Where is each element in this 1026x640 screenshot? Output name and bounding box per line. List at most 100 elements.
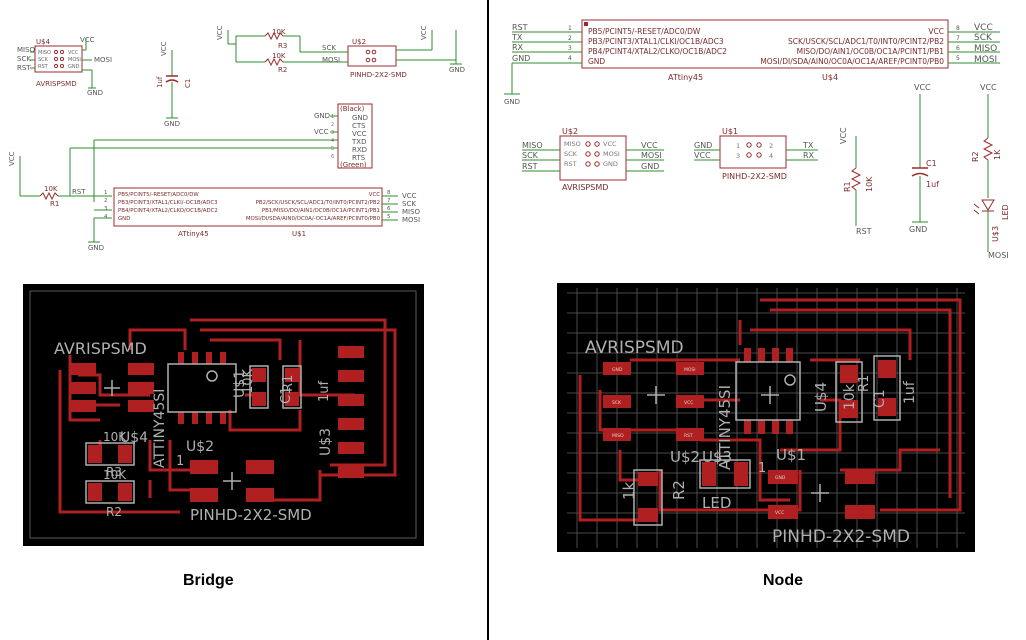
node-schematic: RST TX RX GND GND PB5/PCINT5/-RESET/ADC0…	[504, 19, 1010, 260]
node-pad-label-8: VCC	[775, 510, 784, 516]
bridge-board: AVRISPSMD ATTINY45SI U$2 U$4 1 U$1 10K R…	[23, 284, 424, 546]
node-board-one: 1	[758, 461, 766, 476]
node-pinhd-num-1: 1	[736, 142, 740, 150]
node-attiny-ref: U$4	[822, 73, 838, 82]
bridge-cap-value: 1uf	[156, 76, 164, 88]
bridge-cap-vcc: VCC	[160, 41, 168, 56]
bridge-schematic: U$4 MISO SCK RST MOSI VCC GND MISO SCK R…	[8, 25, 465, 252]
node-pad-label-7: GND	[775, 475, 786, 481]
node-net-rst: RST	[512, 23, 528, 32]
bridge-pinhd-net-mosi: MOSI	[322, 56, 340, 64]
node-avrisp-pin-mosi: MOSI	[603, 150, 620, 158]
bridge-ftdi-num-6: 6	[331, 154, 334, 160]
bridge-attiny-num-4: 4	[104, 214, 108, 220]
bridge-board-u4: U$4	[120, 430, 148, 446]
node-attiny-net-vcc: VCC	[974, 23, 993, 33]
node-led: VCC R2 1K U$3 LED MOSI	[971, 83, 1010, 260]
bridge-board-pinhd: PINHD-2X2-SMD	[190, 506, 312, 524]
bridge-r3-value: 10K	[272, 28, 286, 36]
node-avrisp-net-miso: MISO	[522, 141, 543, 150]
bridge-caption: Bridge	[183, 572, 234, 589]
node-board-attiny: ATTINY45SI	[716, 385, 734, 470]
bridge-r2-ref: R2	[278, 66, 287, 74]
node-avrisp-ref: U$2	[562, 127, 578, 136]
bridge-avrisp-pin-rst: RST	[38, 64, 49, 70]
bridge-ftdi-num-3: 3	[331, 130, 334, 136]
bridge-attiny-lpin-3: PB4/PCINT4/XTAL2/CLKO/OC1B/ADC2	[118, 208, 218, 214]
node-board-r2: R2	[670, 480, 688, 500]
node-attiny-num-1: 1	[568, 25, 572, 32]
bridge-ftdi-header: (Black)	[340, 105, 365, 113]
bridge-ftdi-pin-rts: RTS	[352, 154, 366, 162]
bridge-avrisp-pin-vcc: VCC	[68, 50, 79, 56]
bridge-attiny-lpin-2: PB3/PCINT3/XTAL1/CLKI/-OC1B/ADC3	[118, 200, 218, 206]
node-board-led: LED	[702, 494, 731, 512]
node-avrisp-pin-rst: RST	[564, 160, 577, 168]
node-avrisp-net-sck: SCK	[522, 151, 539, 160]
bridge-attiny-net-mosi: MOSI	[402, 216, 420, 224]
node-board-avrisp: AVRISPSMD	[585, 338, 684, 358]
bridge-reset-gnd: GND	[88, 244, 104, 252]
node-attiny-num-5: 5	[956, 55, 960, 62]
svg-text:VCC: VCC	[216, 25, 224, 40]
node-board-u1: U$1	[776, 446, 806, 464]
node-attiny-num-8: 8	[956, 25, 960, 32]
node-pad-label-1: GND	[612, 367, 623, 373]
bridge-avrisp-name: AVRISPSMD	[36, 80, 77, 88]
node-led-net: MOSI	[988, 251, 1009, 260]
node-r1: VCC R1 10K RST	[839, 127, 874, 236]
bridge-ftdi-pin-rxd: RXD	[352, 146, 367, 154]
bridge-attiny-rpin-5: MOSI/DI/SDA/AIN0/OC0A/-OC1A/AREF/PCINT0/…	[246, 216, 381, 222]
node-avrisp-pin-sck: SCK	[564, 150, 578, 158]
node-r1-net: RST	[856, 227, 872, 236]
node-pinhd-net-gnd: GND	[694, 141, 712, 150]
bridge-ftdi-pin-gnd: GND	[352, 114, 368, 122]
node-c1-gnd: GND	[909, 225, 927, 234]
bridge-ftdi-num-1: 1	[331, 114, 334, 120]
bridge-attiny-num-1: 1	[104, 190, 107, 196]
bridge-board-u3: U$3	[318, 428, 334, 456]
node-pad-label-6: RST	[684, 433, 693, 439]
node-attiny-lpin-1: PB5/PCINT5/-RESET/ADC0/DW	[588, 27, 701, 36]
node-pinhd-num-4: 4	[769, 152, 773, 160]
bridge-ftdi-pin-vcc: VCC	[352, 130, 367, 138]
node-attiny: PB5/PCINT5/-RESET/ADC0/DW PB3/PCINT3/XTA…	[568, 19, 1000, 82]
node-attiny-num-4: 4	[568, 55, 572, 62]
bridge-board-one: 1	[176, 454, 184, 469]
node-board-bg	[557, 283, 975, 552]
bridge-ftdi-net-gnd: GND	[314, 112, 330, 120]
bridge-reset-value: 10K	[44, 185, 58, 193]
bridge-board-c1: C1	[279, 387, 294, 404]
node-pad-label-2: MOSI	[684, 367, 696, 373]
bridge-board-u2: U$2	[186, 439, 214, 455]
bridge-cap: VCC 1uf C1 GND	[156, 41, 192, 128]
bridge-avrisp-net-sck: SCK	[17, 55, 31, 63]
node-board-u4: U$4	[812, 382, 830, 412]
bridge-attiny-num-7: 7	[387, 198, 390, 204]
node-board-10k: 10k	[842, 383, 858, 410]
bridge-attiny-num-6: 6	[387, 206, 391, 212]
bridge-reset-vcc: VCC	[8, 151, 16, 166]
node-board-r1: R1	[857, 375, 872, 392]
bridge-pinhd-gnd: GND	[449, 66, 465, 74]
node-pinhd-ref: U$1	[722, 127, 738, 136]
bridge-ftdi-num-2: 2	[331, 122, 334, 128]
node-attiny-net-miso: MISO	[974, 44, 997, 54]
node-led-vcc: VCC	[980, 83, 997, 92]
node-board-1k: 1k	[620, 481, 638, 500]
node-pad-label-3: SCK	[612, 400, 622, 406]
bridge-ftdi-net-vcc: VCC	[314, 128, 329, 136]
bridge-attiny-num-2: 2	[104, 198, 107, 204]
node-avrisp-pin-gnd: GND	[603, 160, 618, 168]
bridge-attiny-ref: U$1	[292, 230, 306, 238]
bridge-avrisp-pin-gnd: GND	[68, 64, 80, 70]
node-c1-ref: C1	[926, 159, 937, 168]
bridge-resistors: VCC 10K R3 10K R2 SCK MOSI U$2 PINHD-2X2…	[216, 25, 465, 79]
node-board-1uf: 1uf	[902, 380, 918, 404]
node-pinhd-num-3: 3	[736, 152, 740, 160]
bridge-cap-gnd: GND	[164, 120, 180, 128]
bridge-pinhd-name: PINHD-2X2-SMD	[350, 71, 407, 79]
bridge-avrisp-net-gnd: GND	[87, 89, 103, 97]
node-pinhd-net-tx: TX	[802, 141, 814, 150]
